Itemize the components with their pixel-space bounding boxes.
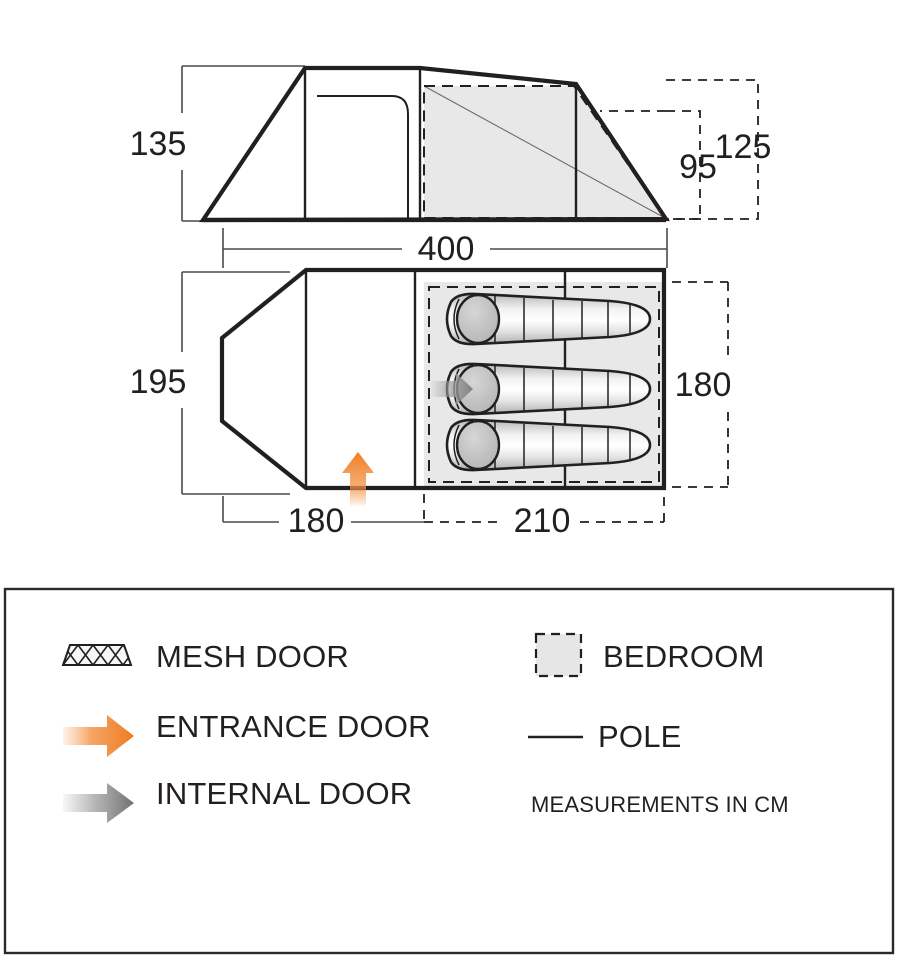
legend-item-bedroom: BEDROOM [534, 632, 765, 678]
plan-bedroom-dashed-outline [428, 286, 660, 483]
dimension-label-400: 400 [418, 230, 475, 268]
internal-door-arrow-icon [431, 373, 473, 405]
dimension-outer-height: 125 [666, 79, 772, 220]
floor-plan-view: 195 [130, 267, 732, 540]
dimension-bedroom-width: 180 [672, 281, 732, 488]
legend-item-entrance-door: ENTRANCE DOOR [63, 709, 431, 757]
elevation-bedroom-region [423, 85, 667, 219]
dimension-bedroom-height: 95 [600, 110, 717, 220]
sleeping-bag [445, 362, 652, 416]
legend-item-internal-door: INTERNAL DOOR [63, 776, 412, 823]
entrance-door-arrow-icon [342, 452, 374, 506]
legend-label-internal-door: INTERNAL DOOR [156, 776, 412, 811]
dimension-label-125: 125 [715, 128, 772, 166]
dimension-label-180-bottom: 180 [288, 502, 345, 540]
dimension-label-135: 135 [130, 125, 187, 163]
elevation-door-outline [317, 95, 409, 220]
side-elevation-view: 135 [130, 65, 772, 268]
sleeping-bag [445, 292, 652, 346]
dimension-total-length: 400 [222, 228, 668, 268]
legend-border [3, 587, 895, 955]
dimension-label-210: 210 [514, 502, 571, 540]
legend-measurement-note: MEASUREMENTS IN CM [531, 792, 789, 817]
dimension-label-95: 95 [679, 148, 717, 186]
legend-label-bedroom: BEDROOM [603, 639, 765, 674]
legend-label-mesh-door: MESH DOOR [156, 639, 349, 674]
legend-item-pole: POLE [528, 719, 682, 754]
sleeping-bag-hood [455, 419, 501, 471]
internal-door-icon [63, 783, 134, 823]
dimension-total-width: 195 [130, 271, 290, 495]
dimension-bedroom-length: 210 [423, 494, 665, 540]
mesh-door-icon [61, 644, 133, 666]
elevation-tent-outline [199, 65, 670, 223]
legend-item-mesh-door: MESH DOOR [61, 639, 349, 674]
sleeping-bags-group [445, 292, 652, 472]
sleeping-bag [445, 418, 652, 472]
dimension-front-height: 135 [130, 65, 305, 222]
dimension-label-195: 195 [130, 363, 187, 401]
sleeping-bag-hood [455, 293, 501, 345]
legend-label-pole: POLE [598, 719, 682, 754]
bedroom-swatch-icon [534, 632, 583, 678]
dimension-label-180-right: 180 [675, 366, 732, 404]
tent-technical-drawing: 135 [130, 65, 772, 540]
entrance-door-icon [63, 715, 134, 757]
legend-label-entrance-door: ENTRANCE DOOR [156, 709, 431, 744]
dimension-porch-length: 180 [222, 496, 424, 540]
legend-panel: MESH DOOR ENTRANCE DOOR INTERNAL DOOR BE… [3, 587, 895, 955]
